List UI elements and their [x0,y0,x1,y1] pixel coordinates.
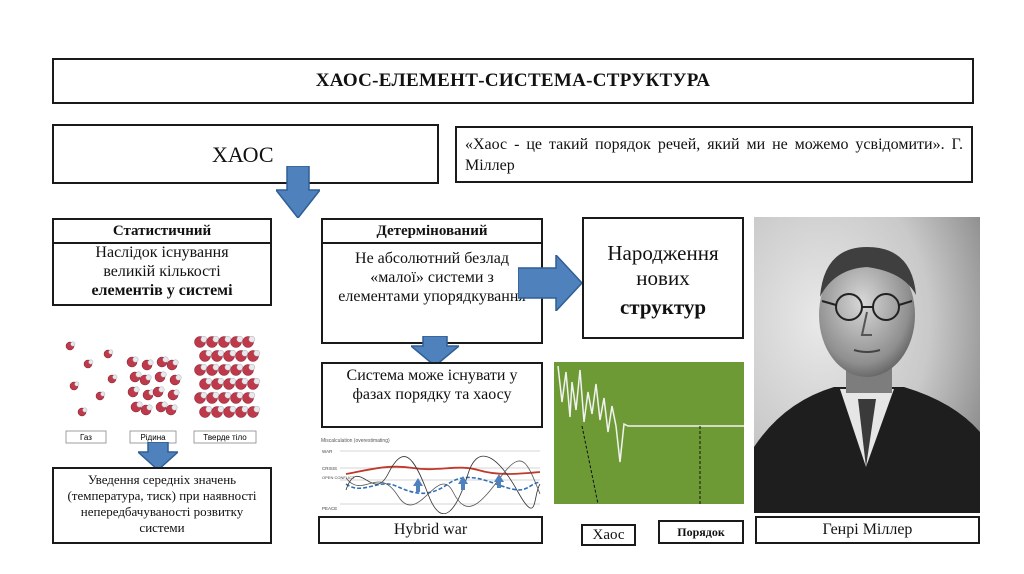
molecule-atom [206,406,212,412]
order-label-text: Порядок [677,525,724,540]
statistical-line-1: Наслідок існування [54,243,270,262]
birth-box: Народження нових структур [582,217,744,339]
molecule-atom [163,357,169,363]
molecule-atom [242,406,248,412]
molecule-atom [173,360,179,366]
slide-title: ХАОС-ЕЛЕМЕНТ-СИСТЕМА-СТРУКТУРА [52,58,974,104]
molecule-atom [225,392,231,398]
down-arrow-icon [276,166,320,218]
molecule-atom [206,350,212,356]
molecule-atom [230,406,236,412]
molecule-atom [218,350,224,356]
birth-line-3: структур [584,295,742,320]
down-arrow-icon-3 [138,442,178,470]
molecule-atom [83,408,87,412]
deterministic-text: Не абсолютний безлад «малої» системи з е… [335,249,529,306]
molecule-atom [201,392,207,398]
molecule-atom [213,336,219,342]
molecule-atom [172,405,178,411]
molecule-atom [242,350,248,356]
molecule-atom [206,378,212,384]
molecule-atom [109,350,113,354]
phases-box: Система може існувати у фазах порядку та… [321,362,543,428]
molecule-atom [162,402,168,408]
gas-label: Газ [80,433,92,442]
hybrid-chart-title: Miscalculation (overestimating) [321,438,390,444]
miller-caption-box: Генрі Міллер [755,516,980,544]
molecule-atom [113,375,117,379]
molecule-atom [237,364,243,370]
molecule-atom [218,406,224,412]
molecule-atom [242,378,248,384]
molecule-atom [249,392,255,398]
quote-text: «Хаос - це такий порядок речей, який ми … [465,134,963,176]
molecule-atom [159,387,165,393]
molecule-atom [133,357,139,363]
molecule-atom [137,402,143,408]
miller-caption-text: Генрі Міллер [823,521,913,539]
solid-label: Тверде тіло [203,433,247,442]
molecule-atom [254,378,260,384]
molecule-atom [213,364,219,370]
molecule-atom [249,336,255,342]
molecule-atom [101,392,105,396]
molecule-atom [161,372,167,378]
birth-line-2: нових [584,266,742,291]
hybrid-war-text: Hybrid war [394,521,467,539]
averages-box: Уведення середніх значень (температура, … [52,467,272,544]
statistical-box: Статистичний Наслідок існування великій … [52,218,272,306]
molecule-atom [237,392,243,398]
molecule-atom [201,364,207,370]
chaos-box: ХАОС [52,124,439,184]
molecule-atom [237,336,243,342]
phases-text: Система може існувати у фазах порядку та… [331,366,533,404]
statistical-line-3: елементів у системі [54,281,270,300]
hybrid-label-war: WAR [322,449,333,454]
molecule-atom [249,364,255,370]
molecule-atom [230,350,236,356]
hybrid-label-peace: PEACE [322,506,337,511]
molecule-atom [254,350,260,356]
liquid-label: Рідина [140,433,166,442]
molecule-atom [213,392,219,398]
hybrid-label-crisis: CRISIS [322,466,337,471]
molecule-atom [176,375,182,381]
hybrid-war-box: Hybrid war [318,516,543,544]
quote-box: «Хаос - це такий порядок речей, який ми … [455,126,973,183]
molecule-atom [230,378,236,384]
molecule-atom [147,405,153,411]
molecule-atom [218,378,224,384]
chaos-box-text: ХАОС [212,142,274,168]
deterministic-header: Детермінований [323,220,541,244]
order-label-box: Порядок [658,520,744,544]
henry-miller-photo [754,217,980,513]
molecule-atom [201,336,207,342]
chaos-label-box: Хаос [581,524,636,546]
birth-line-1: Народження [584,241,742,266]
molecule-atom [75,382,79,386]
molecule-atom [225,364,231,370]
hybrid-war-chart: Miscalculation (overestimating) WAR CRIS… [318,434,544,514]
hybrid-label-open-conflict: OPEN CONFLICT [322,475,355,480]
deterministic-box: Детермінований Не абсолютний безлад «мал… [321,218,543,344]
states-of-matter-image: Газ Рідина Тверде тіло [60,334,272,446]
molecule-atom [148,360,154,366]
molecule-atom [136,372,142,378]
molecule-atom [174,390,180,396]
molecule-atom [254,406,260,412]
statistical-header: Статистичний [54,220,270,244]
averages-text: Уведення середніх значень (температура, … [60,472,264,536]
right-arrow-icon [518,255,582,311]
molecule-atom [134,387,140,393]
chaos-order-chart [554,362,744,504]
molecule-atom [71,342,75,346]
slide-title-text: ХАОС-ЕЛЕМЕНТ-СИСТЕМА-СТРУКТУРА [316,70,711,92]
statistical-line-2: великій кількості [54,262,270,281]
molecule-atom [225,336,231,342]
molecule-atom [89,360,93,364]
chaos-label-text: Хаос [592,527,624,544]
molecule-atom [146,375,152,381]
